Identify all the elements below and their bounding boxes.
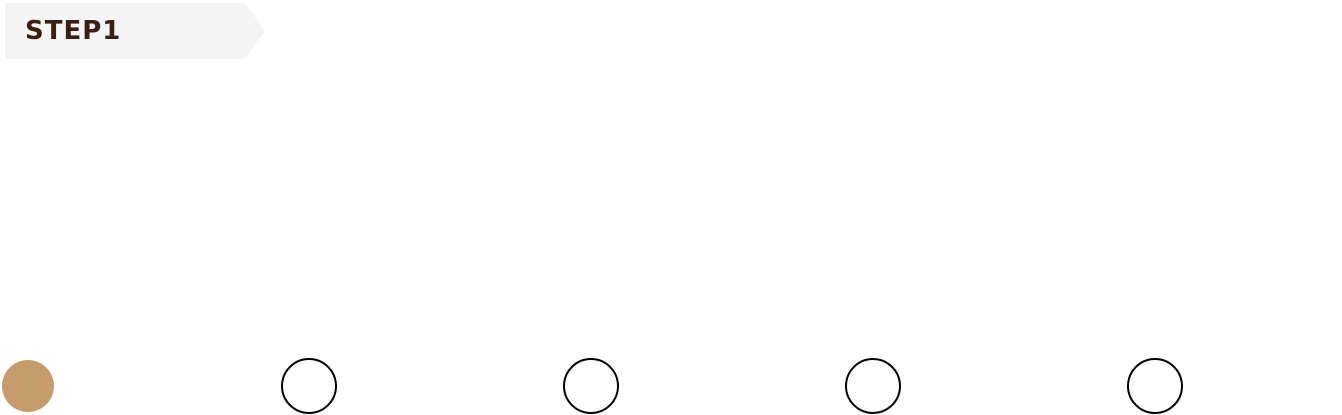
step-banner: STEP1 [5,3,265,59]
step-label: STEP1 [25,16,122,46]
pagination-dot-4[interactable] [845,358,901,414]
pagination-dot-1-active[interactable] [2,360,54,412]
pagination-dot-2[interactable] [281,358,337,414]
pagination-dot-5[interactable] [1127,358,1183,414]
pagination-dot-3[interactable] [563,358,619,414]
